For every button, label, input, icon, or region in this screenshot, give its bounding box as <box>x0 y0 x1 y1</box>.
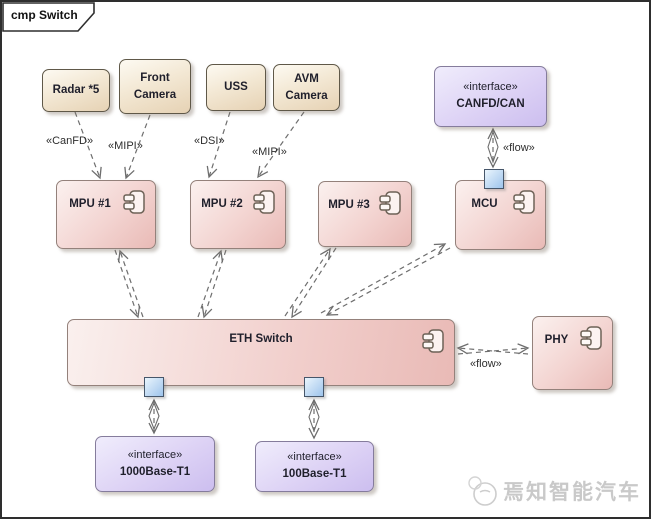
port-eth-100base[interactable] <box>304 377 324 397</box>
component-icon <box>379 191 401 215</box>
edge-eth-phy-a <box>457 343 530 355</box>
edge-mpu1-eth-a <box>114 249 141 319</box>
watermark: 焉知智能汽车 <box>466 475 641 507</box>
node-label: USS <box>224 81 248 94</box>
edge-label-canfd: «CanFD» <box>46 135 94 147</box>
node-uss[interactable]: USS <box>206 64 266 111</box>
diagram-title: cmp Switch <box>11 8 78 22</box>
node-interface-canfd-can[interactable]: «interface» CANFD/CAN <box>434 66 547 127</box>
edge-mpu1-eth-b <box>117 249 144 318</box>
node-label: MPU #3 <box>328 199 370 211</box>
watermark-text: 焉知智能汽车 <box>503 481 641 504</box>
edge-mpu3-eth-b <box>284 247 331 317</box>
edge-mpu2-eth-b <box>197 249 224 318</box>
edge-eth-phy-b <box>456 343 529 355</box>
node-label: Front Camera <box>133 71 177 101</box>
node-mcu[interactable]: MCU <box>455 180 546 250</box>
interface-name: 1000Base-T1 <box>119 465 191 478</box>
node-mpu2[interactable]: MPU #2 <box>190 180 286 249</box>
edge-label-flow-phy: «flow» <box>470 358 502 370</box>
node-label: MPU #1 <box>69 198 111 210</box>
edge-mcu-eth-b <box>320 243 447 314</box>
node-phy[interactable]: PHY <box>532 316 613 390</box>
component-icon <box>513 190 535 214</box>
stereotype-label: «interface» <box>287 451 342 464</box>
edge-label-mipi-avm: «MIPI» <box>252 146 287 158</box>
edge-mpu2-eth-a <box>201 249 227 319</box>
interface-name: CANFD/CAN <box>456 98 525 111</box>
node-interface-1000base-t1[interactable]: «interface» 1000Base-T1 <box>95 436 215 492</box>
edge-label-dsi: «DSI» <box>194 135 225 147</box>
node-label: MCU <box>471 198 498 210</box>
port-eth-1000base[interactable] <box>144 377 164 397</box>
node-interface-100base-t1[interactable]: «interface» 100Base-T1 <box>255 441 374 492</box>
stereotype-label: «interface» <box>463 81 518 94</box>
stereotype-label: «interface» <box>127 448 183 461</box>
component-icon <box>422 329 444 353</box>
component-icon <box>123 190 145 214</box>
node-label: MPU #2 <box>201 198 243 210</box>
port-mcu[interactable] <box>484 169 504 189</box>
edge-label-mipi-front: «MIPI» <box>108 140 143 152</box>
component-icon <box>253 190 275 214</box>
node-label: PHY <box>544 334 569 346</box>
node-radar[interactable]: Radar *5 <box>42 69 110 112</box>
node-avm-camera[interactable]: AVM Camera <box>273 64 340 111</box>
dependency-edges <box>74 111 530 440</box>
component-icon <box>580 326 602 350</box>
node-front-camera[interactable]: Front Camera <box>119 59 191 114</box>
node-label: Radar *5 <box>52 84 100 97</box>
watermark-logo-icon <box>468 476 497 506</box>
node-mpu3[interactable]: MPU #3 <box>318 181 412 247</box>
node-label: ETH Switch <box>229 333 293 345</box>
edge-label-flow-mcu: «flow» <box>503 142 535 154</box>
edge-avm-mpu2 <box>257 111 305 179</box>
node-mpu1[interactable]: MPU #1 <box>56 180 156 249</box>
node-eth-switch[interactable]: ETH Switch <box>67 319 455 386</box>
node-label: AVM Camera <box>285 72 328 102</box>
interface-name: 100Base-T1 <box>282 468 347 481</box>
edge-mcu-eth-a <box>325 247 451 316</box>
edge-mpu3-eth-a <box>291 247 337 319</box>
